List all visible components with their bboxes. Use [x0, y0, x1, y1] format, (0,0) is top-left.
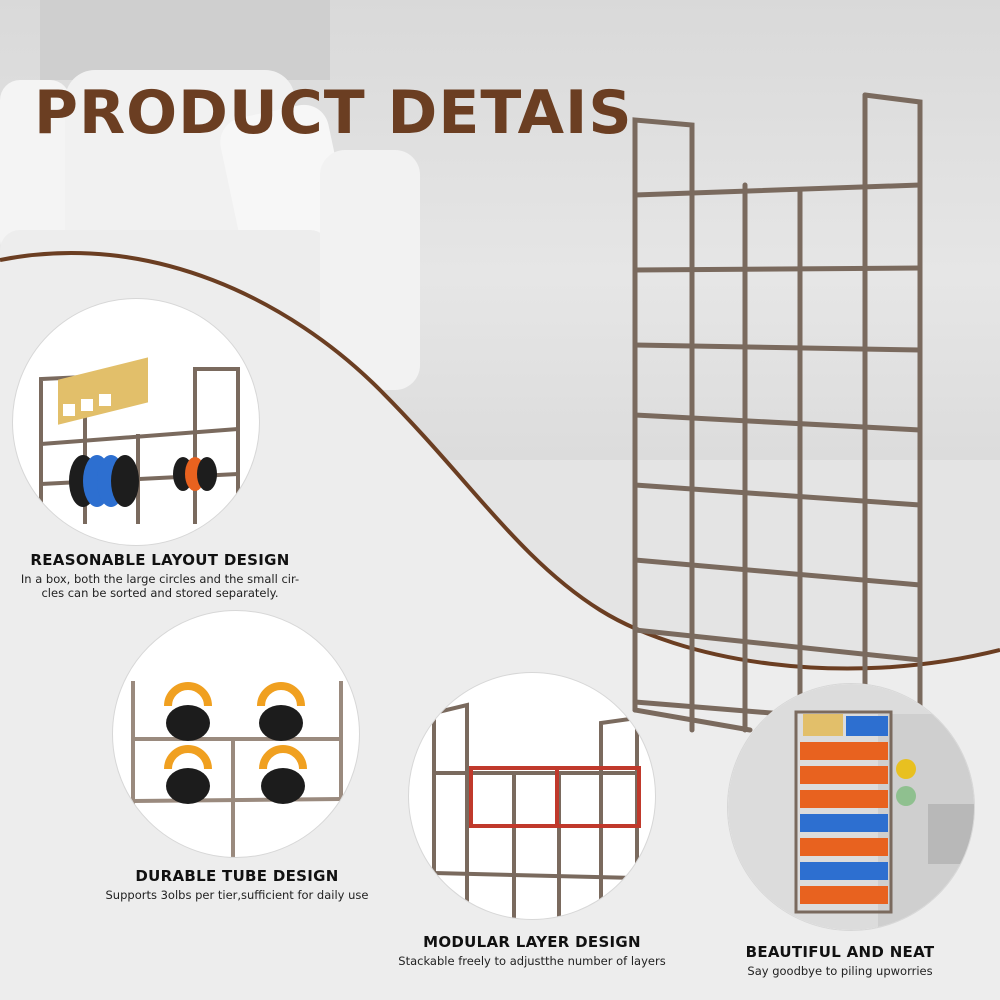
- feature-description: In a box, both the large circles and the…: [20, 572, 300, 600]
- storage-rack-illustration: [632, 92, 923, 733]
- feature-image-neat: [727, 683, 975, 931]
- sofa-illustration: [0, 70, 420, 390]
- feature-image-modular: [408, 672, 656, 920]
- feature-description: Stackable freely to adjustthe number of …: [398, 954, 666, 968]
- feature-caption-1: REASONABLE LAYOUT DESIGN In a box, both …: [10, 551, 310, 600]
- feature-heading: DURABLE TUBE DESIGN: [135, 867, 339, 885]
- kettlebell-icon: [164, 682, 307, 804]
- page-title: PRODUCT DETAIS: [34, 78, 633, 148]
- feature-heading: BEAUTIFUL AND NEAT: [745, 943, 935, 961]
- spool-icon: [69, 455, 217, 507]
- feature-heading: MODULAR LAYER DESIGN: [423, 933, 641, 951]
- feature-image-layout: [12, 298, 260, 546]
- feature-description: Supports 3olbs per tier,sufficient for d…: [105, 888, 369, 902]
- feature-image-tube: [112, 610, 360, 858]
- feature-caption-3: MODULAR LAYER DESIGN Stackable freely to…: [370, 933, 694, 968]
- feature-heading: REASONABLE LAYOUT DESIGN: [30, 551, 290, 569]
- wall-panel: [40, 0, 330, 80]
- filament-box-icon: [58, 357, 148, 425]
- feature-caption-4: BEAUTIFUL AND NEAT Say goodbye to piling…: [700, 943, 980, 978]
- feature-caption-2: DURABLE TUBE DESIGN Supports 3olbs per t…: [72, 867, 402, 902]
- feature-description: Say goodbye to piling upworries: [747, 964, 933, 978]
